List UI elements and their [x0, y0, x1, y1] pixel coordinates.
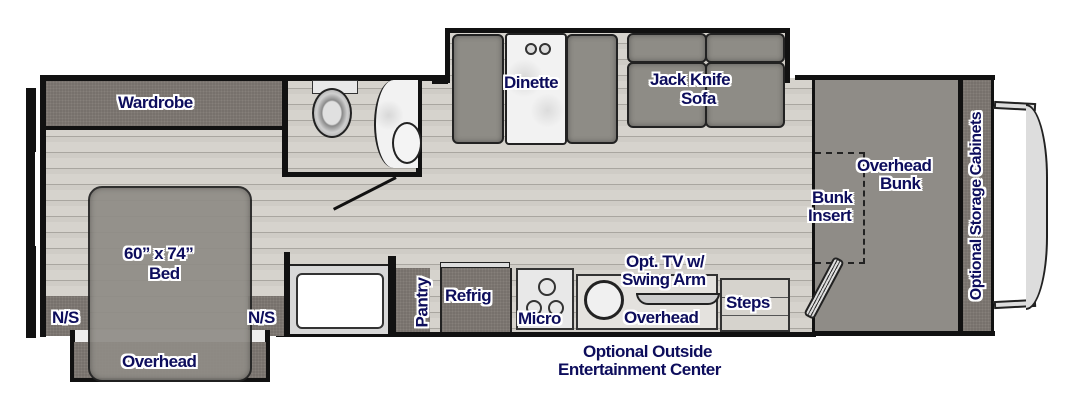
steps-label: Steps — [726, 293, 770, 312]
wardrobe-label: Wardrobe — [118, 93, 193, 112]
refrig-label: Refrig — [445, 286, 492, 305]
nightstand-right-label: N/S — [248, 308, 275, 327]
storage-cabinets-label: Optional Storage Cabinets — [968, 111, 985, 301]
sofa-seat-right[interactable] — [705, 62, 785, 128]
top-wall-mid — [432, 78, 448, 84]
sink-icon[interactable] — [392, 122, 422, 164]
top-wall-rear — [40, 75, 448, 81]
pantry-label: Pantry — [412, 277, 432, 328]
bunk-insert-label-line1: Bunk — [812, 188, 853, 207]
cab-bottom-wall — [812, 331, 995, 336]
refrigerator[interactable] — [440, 268, 512, 332]
sofa-label-line1: Jack Knife — [650, 70, 731, 89]
overhead-bunk[interactable] — [812, 80, 962, 331]
sofa-back-right — [705, 33, 785, 63]
burner-icon — [526, 300, 542, 316]
dinette-bench-left[interactable] — [452, 34, 504, 144]
sofa-seat-left[interactable] — [627, 62, 707, 128]
overhead-kitchen-label: Overhead — [624, 308, 699, 327]
tv-label-line2: Swing Arm — [622, 270, 706, 289]
overhead-bunk-label-line1: Overhead — [857, 156, 932, 175]
nightstand-right[interactable] — [248, 296, 284, 336]
dinette-table[interactable] — [505, 33, 567, 145]
wardrobe[interactable] — [46, 81, 282, 130]
tv-label-line1: Opt. TV w/ — [626, 252, 705, 271]
bathroom[interactable] — [282, 80, 422, 177]
sofa-label-line2: Sofa — [681, 89, 716, 108]
toilet-icon[interactable] — [312, 88, 352, 138]
table-cup-holder-icon — [525, 43, 537, 55]
pantry[interactable] — [396, 268, 430, 332]
dinette-label: Dinette — [504, 73, 559, 92]
micro-label: Micro — [518, 309, 561, 328]
bottom-wall — [276, 332, 816, 337]
nightstand-left[interactable] — [46, 296, 90, 336]
overhead-rear-label: Overhead — [122, 352, 197, 371]
outside-entertainment-label-line2: Entertainment Center — [558, 360, 721, 379]
shower-pan[interactable] — [290, 264, 390, 334]
cab-divider — [958, 80, 963, 331]
slideout-left-wall — [445, 28, 450, 83]
table-cup-holder-icon — [539, 43, 551, 55]
nightstand-left-label: N/S — [52, 308, 79, 327]
bed-size-label: 60” x 74” — [124, 244, 194, 263]
bed-label: Bed — [149, 264, 180, 283]
left-wall-inner — [40, 75, 46, 337]
counter-divider — [284, 252, 290, 334]
cab-top-wall — [795, 75, 995, 80]
tv-swing-arm[interactable] — [636, 293, 720, 305]
pantry-wall — [388, 256, 396, 334]
bunk-insert-label-line2: Insert — [808, 206, 852, 225]
windshield — [1026, 104, 1048, 310]
stove[interactable] — [516, 268, 574, 330]
slideout-wall — [445, 28, 790, 33]
rear-outer-wall — [26, 88, 36, 338]
burner-icon — [538, 278, 556, 296]
entry-steps[interactable] — [720, 278, 790, 332]
burner-icon — [548, 300, 564, 316]
sofa-back-left — [627, 33, 707, 63]
storage-cabinets[interactable] — [963, 80, 991, 331]
outside-entertainment-label-line1: Optional Outside — [583, 342, 712, 361]
dinette-bench-right[interactable] — [566, 34, 618, 144]
slideout-right-wall — [785, 28, 790, 83]
overhead-bunk-label-line2: Bunk — [880, 174, 921, 193]
kitchen-sink-icon[interactable] — [584, 280, 624, 320]
shower-basin — [296, 273, 384, 329]
cab-front-wall — [991, 80, 994, 331]
bed[interactable] — [88, 186, 252, 382]
refrigerator-top — [440, 262, 510, 268]
